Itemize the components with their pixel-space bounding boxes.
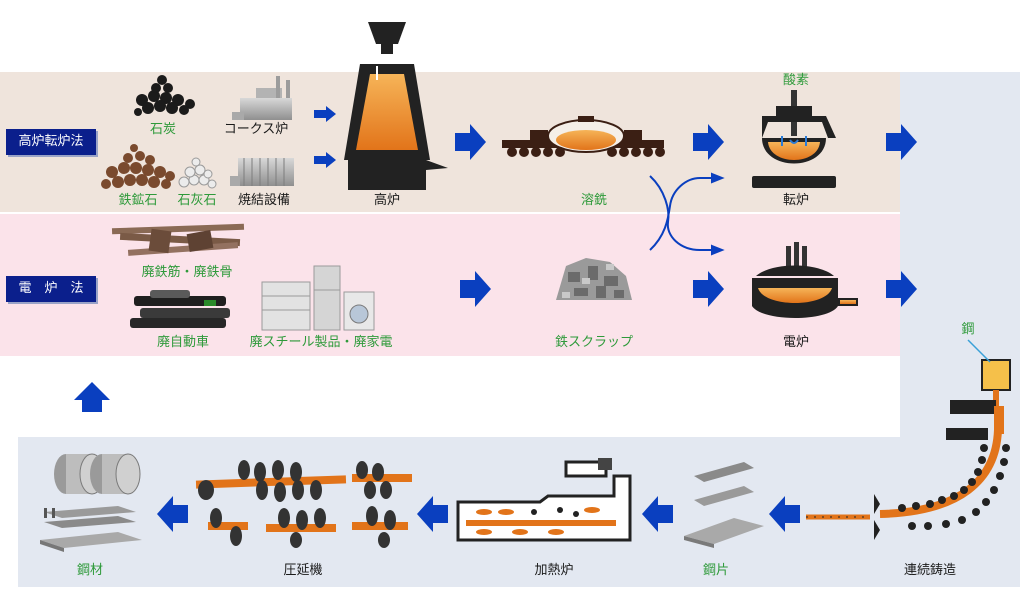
continuous-casting-icon [806, 339, 1011, 540]
rolling-mill-icon [195, 460, 412, 548]
scrap-rebar-icon [111, 223, 245, 256]
label-iron-scrap: 鉄スクラップ [554, 335, 634, 350]
arrow-large [460, 124, 917, 307]
label-steel-products: 鋼材 [76, 563, 104, 578]
scrap-appliances-icon [261, 265, 375, 331]
label-coke-oven: コークス炉 [223, 122, 289, 137]
label-steel: 鋼 [961, 322, 975, 337]
label-coal: 石炭 [149, 122, 177, 137]
converter-icon [752, 90, 836, 188]
label-converter: 転炉 [782, 193, 810, 208]
method-electric-furnace: 電 炉 法 [6, 276, 96, 302]
label-slab: 鋼片 [702, 563, 730, 578]
label-sintering: 焼結設備 [237, 193, 291, 208]
label-electric-furnace: 電炉 [782, 335, 810, 350]
arrow-left [157, 496, 800, 532]
label-scrap-cars: 廃自動車 [156, 335, 210, 350]
route-split-lines [649, 172, 725, 256]
arrow-large [693, 124, 724, 307]
scrap-cars-icon [130, 290, 230, 328]
steel-products-icon [40, 453, 142, 552]
coke-oven-icon [232, 76, 292, 120]
limestone-icon [178, 157, 217, 189]
label-blast-furnace: 高炉 [373, 193, 401, 208]
blast-furnace-icon [344, 22, 448, 190]
label-scrap-appliances: 廃スチール製品・廃家電 [249, 335, 393, 350]
label-pig-iron: 溶銑 [580, 193, 608, 208]
label-oxygen: 酸素 [782, 73, 810, 88]
label-iron-ore: 鉄鉱石 [118, 193, 158, 208]
sintering-plant-icon [230, 158, 294, 186]
slab-icon [684, 462, 764, 548]
arrow-to-blast-furnace [314, 106, 336, 168]
label-scrap-rebar: 廃鉄筋・廃鉄骨 [141, 265, 233, 280]
iron-ore-icon [101, 144, 175, 189]
label-limestone: 石灰石 [177, 193, 217, 208]
reheating-furnace-icon [456, 458, 632, 542]
iron-scrap-icon [556, 258, 632, 300]
label-continuous-casting: 連続鋳造 [903, 563, 957, 578]
arrow-large [455, 124, 486, 160]
coal-icon [134, 75, 195, 116]
torpedo-car-icon [502, 116, 665, 157]
label-rolling-mill: 圧延機 [283, 563, 323, 578]
label-reheating-furnace: 加熱炉 [534, 563, 574, 578]
method-blast-furnace-converter: 高炉転炉法 [6, 129, 96, 155]
arrow-up [74, 382, 110, 412]
electric-furnace-icon [752, 242, 858, 318]
